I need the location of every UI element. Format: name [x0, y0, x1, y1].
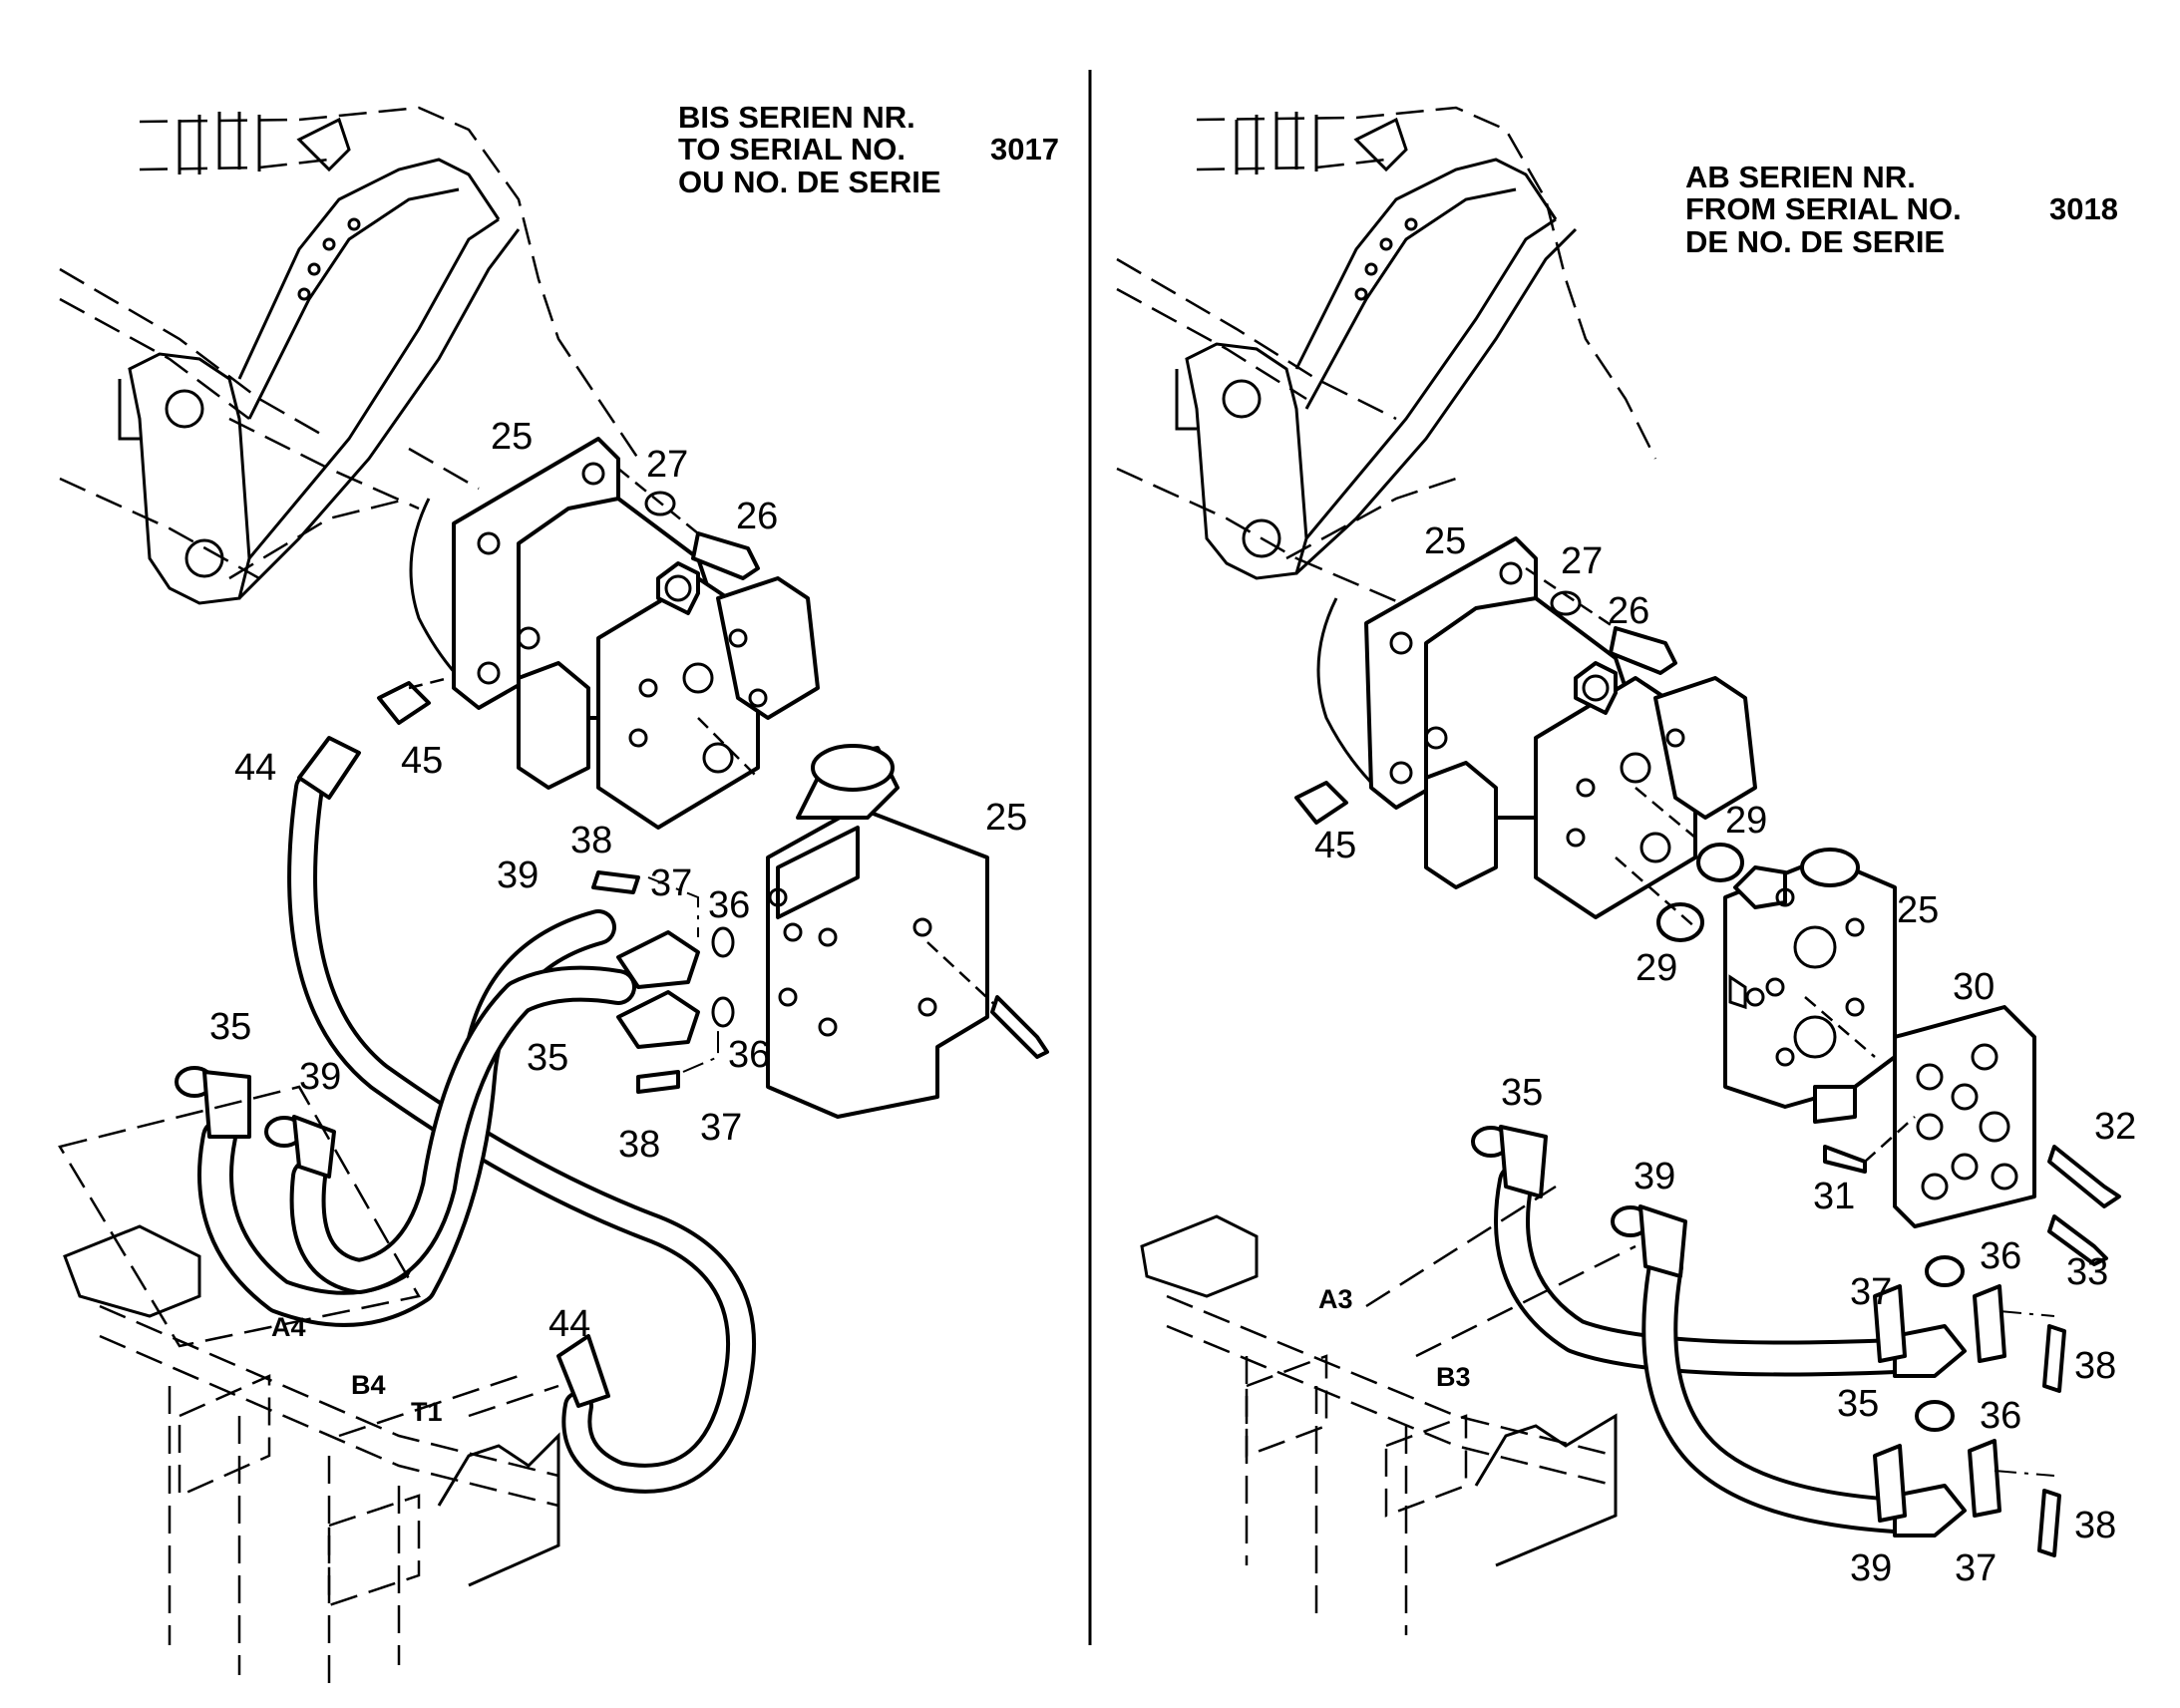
right-lower-frame	[1140, 1185, 1636, 1635]
callout: 38	[570, 820, 612, 861]
left-bolt-26	[617, 468, 760, 580]
callout: 35	[209, 1006, 251, 1048]
right-callouts: 25 27 26 45 29 25 29 30 35 32 31 39 33 3…	[1314, 520, 2136, 1589]
right-oring-29-top	[1696, 843, 1744, 882]
callout: 44	[234, 747, 276, 789]
right-panel: AB SERIEN NR. FROM SERIAL NO. DE NO. DE …	[1116, 106, 2136, 1635]
callout: 27	[646, 444, 688, 486]
right-port-labels: A3 B3	[1318, 1284, 1471, 1392]
right-hoses	[1471, 1125, 2066, 1557]
callout: 39	[299, 1056, 341, 1098]
callout: 37	[650, 862, 692, 904]
left-valve-block-25	[766, 744, 1049, 1119]
left-fitting-45	[377, 676, 450, 725]
callout: 38	[2074, 1345, 2116, 1387]
callout: 25	[1897, 889, 1939, 931]
callout: 25	[985, 797, 1027, 839]
left-header-line3: OU NO. DE SERIE	[678, 165, 941, 199]
right-manifold-30	[1823, 1005, 2121, 1266]
callout: 27	[1561, 540, 1603, 582]
callout: 35	[527, 1037, 568, 1079]
callout: 38	[618, 1124, 660, 1166]
callout: 35	[1837, 1383, 1879, 1425]
callout: 26	[736, 496, 778, 537]
left-panel: BIS SERIEN NR. TO SERIAL NO. OU NO. DE S…	[58, 100, 1059, 1685]
callout: 30	[1953, 966, 1995, 1008]
right-oring-36-bottom	[1915, 1400, 1955, 1432]
callout: 36	[708, 884, 750, 926]
right-header-line3: DE NO. DE SERIE	[1685, 224, 1945, 259]
port-label: B4	[351, 1370, 386, 1400]
callout: 29	[1725, 800, 1767, 842]
left-header-line2: TO SERIAL NO.	[678, 132, 906, 167]
right-fitting-45	[1294, 781, 1348, 825]
callout: 45	[1314, 825, 1356, 866]
callout: 25	[1424, 520, 1466, 562]
left-lower-frame	[58, 1085, 560, 1685]
callout: 38	[2074, 1505, 2116, 1546]
callout: 39	[497, 854, 539, 896]
right-bolt-26	[1525, 566, 1677, 675]
callout: 33	[2066, 1251, 2108, 1293]
port-label: A3	[1318, 1284, 1353, 1314]
port-label: B3	[1436, 1362, 1471, 1392]
left-serial-header: BIS SERIEN NR. TO SERIAL NO. OU NO. DE S…	[678, 100, 1059, 199]
callout: 32	[2094, 1106, 2136, 1148]
right-valve-block-25	[1723, 848, 1897, 1124]
callout: 31	[1813, 1176, 1855, 1217]
callout: 37	[1850, 1271, 1892, 1313]
right-header-line1: AB SERIEN NR.	[1685, 160, 1916, 194]
left-chassis-housing	[59, 106, 640, 605]
callout: 39	[1850, 1547, 1892, 1589]
right-pump-25	[1316, 536, 1757, 928]
callout: 26	[1608, 590, 1649, 632]
right-serial-header: AB SERIEN NR. FROM SERIAL NO. DE NO. DE …	[1685, 160, 2118, 259]
port-label: T1	[411, 1397, 443, 1427]
left-header-serial: 3017	[990, 132, 1059, 167]
left-port-labels: A4 B4 T1	[271, 1312, 443, 1427]
right-header-line2: FROM SERIAL NO.	[1685, 191, 1962, 226]
callout: 45	[401, 740, 443, 782]
callout: 36	[728, 1034, 770, 1076]
callout: 37	[700, 1107, 742, 1149]
callout: 37	[1955, 1547, 1997, 1589]
callout: 36	[1980, 1235, 2021, 1277]
callout: 35	[1501, 1072, 1543, 1114]
callout: 29	[1635, 947, 1677, 989]
callout: 44	[548, 1303, 590, 1345]
right-oring-36-top	[1925, 1255, 1965, 1287]
left-pump-25	[409, 437, 820, 830]
right-header-serial: 3018	[2049, 191, 2118, 226]
callout: 25	[491, 416, 533, 458]
callout: 36	[1980, 1395, 2021, 1437]
port-label: A4	[271, 1312, 306, 1342]
left-header-line1: BIS SERIEN NR.	[678, 100, 915, 135]
right-chassis-housing	[1116, 106, 1657, 620]
callout: 39	[1634, 1156, 1675, 1197]
right-oring-29-bottom	[1656, 902, 1704, 942]
left-hoses	[175, 736, 757, 1494]
left-callouts: 25 27 26 44 45 25 38 39 37 36 35 36 35 3…	[209, 416, 1027, 1345]
